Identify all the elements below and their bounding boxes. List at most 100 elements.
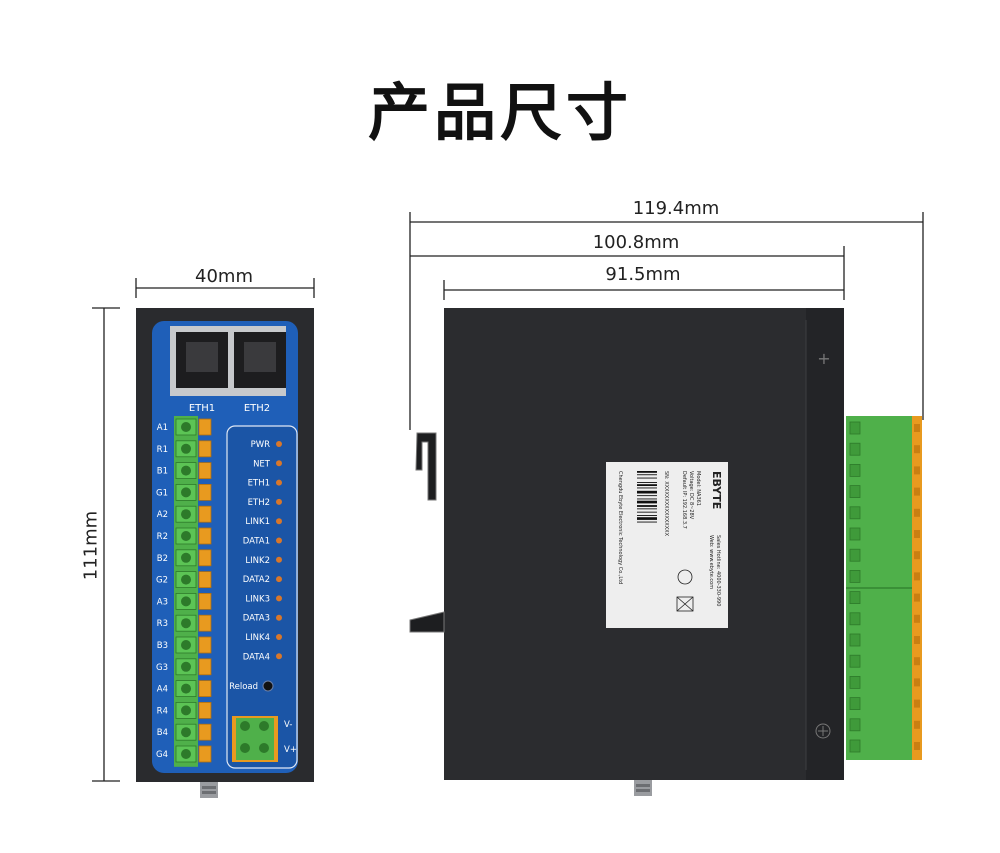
terminal-lever[interactable]	[198, 505, 212, 523]
led-label-data2: DATA2	[243, 575, 270, 585]
terminal-label-r3: R3	[157, 619, 168, 629]
svg-text:Web: www.ebyte.com: Web: www.ebyte.com	[708, 535, 714, 589]
svg-text:Chengdu Ebyte Electronic Techn: Chengdu Ebyte Electronic Technology Co.,…	[617, 471, 623, 584]
led-label-data4: DATA4	[243, 652, 270, 662]
side-lever	[914, 593, 920, 602]
terminal-lever[interactable]	[198, 440, 212, 458]
front-view: ETH1 ETH2 A1R1B1G1A2R2B2G2A3R3B3G3A4R4B4…	[136, 308, 314, 798]
dimension-lines	[92, 212, 924, 782]
barcode-bar	[637, 515, 657, 516]
barcode-bar	[637, 498, 657, 500]
terminal-screw	[181, 749, 191, 759]
terminal-label-r2: R2	[157, 532, 168, 542]
barcode-bar	[637, 505, 657, 507]
terminal-screw	[181, 509, 191, 520]
terminal-lever[interactable]	[198, 527, 212, 545]
power-v-plus-label: V+	[284, 745, 297, 755]
terminal-lever[interactable]	[198, 723, 212, 741]
side-lever	[914, 699, 920, 708]
side-housing-edge	[806, 308, 844, 780]
terminal-screw	[181, 552, 191, 563]
side-slot	[849, 548, 861, 562]
terminal-screw	[181, 596, 191, 607]
side-lever	[914, 466, 920, 475]
terminal-label-a1: A1	[157, 423, 168, 433]
terminal-label-b3: B3	[157, 641, 168, 651]
certification-mark-icon	[677, 569, 693, 585]
led-indicator	[276, 576, 282, 583]
dim-side-total: 119.4mm	[632, 198, 720, 219]
terminal-lever[interactable]	[198, 418, 212, 436]
side-slot	[849, 421, 861, 435]
side-slot	[849, 676, 861, 689]
terminal-lever[interactable]	[198, 614, 212, 632]
barcode-bar	[637, 508, 657, 510]
side-terminal-slots	[849, 421, 920, 753]
terminal-screw	[181, 640, 191, 650]
terminal-label-r1: R1	[157, 445, 168, 455]
side-slot	[849, 591, 861, 604]
side-lever-strip	[912, 416, 922, 760]
side-slot	[849, 485, 861, 499]
terminal-lever[interactable]	[198, 571, 212, 588]
svg-text:Model: NA361: Model: NA361	[695, 471, 701, 506]
terminal-screw	[181, 531, 191, 541]
led-indicator	[276, 614, 282, 621]
led-panel	[226, 425, 298, 769]
side-view: + EBYTE Sales Hotline: 4000-330-990 Web:…	[409, 308, 922, 796]
terminal-label-b4: B4	[157, 728, 168, 738]
led-label-link3: LINK3	[245, 594, 270, 604]
terminal-label-a4: A4	[157, 685, 168, 695]
terminal-lever[interactable]	[198, 549, 212, 567]
eth1-label: ETH1	[189, 403, 215, 414]
front-ground-screw	[200, 782, 218, 798]
side-lever	[914, 742, 920, 750]
terminal-screw	[181, 574, 191, 585]
terminal-lever[interactable]	[198, 702, 212, 719]
terminal-lever[interactable]	[198, 745, 212, 763]
terminal-lever[interactable]	[198, 658, 212, 676]
terminal-screw	[181, 465, 191, 476]
led-indicator	[276, 537, 282, 544]
terminal-lever[interactable]	[198, 462, 212, 480]
led-label-net: NET	[253, 459, 271, 469]
barcode-bar	[637, 482, 657, 483]
led-indicator	[276, 556, 282, 563]
side-slot	[849, 527, 861, 541]
led-label-link4: LINK4	[245, 633, 270, 643]
led-label-link1: LINK1	[245, 517, 270, 527]
side-lever	[914, 614, 920, 623]
terminal-screw	[181, 443, 191, 454]
side-slot	[849, 739, 861, 753]
barcode-bar	[637, 511, 657, 513]
product-label-card	[606, 462, 728, 628]
barcode-bar	[637, 471, 657, 473]
barcode-bar	[637, 477, 657, 479]
terminal-lever[interactable]	[198, 483, 212, 501]
dim-front-width: 40mm	[195, 266, 253, 287]
din-rail-clip-top	[415, 432, 437, 501]
terminal-screw	[181, 618, 191, 629]
side-lever	[914, 530, 920, 538]
terminal-label-a3: A3	[157, 597, 168, 607]
side-slot	[849, 506, 861, 520]
side-lever	[914, 657, 920, 666]
barcode-bar	[637, 495, 657, 497]
side-slot	[849, 463, 861, 477]
led-indicator	[276, 653, 282, 660]
led-indicator	[276, 460, 282, 467]
barcode-bar	[637, 521, 657, 523]
power-v-minus-label: V-	[284, 720, 292, 730]
terminal-lever[interactable]	[198, 593, 212, 610]
weee-bin-icon	[676, 596, 694, 612]
label-brand: EBYTE	[710, 471, 723, 509]
terminal-screw	[181, 422, 191, 432]
led-label-link2: LINK2	[245, 556, 270, 566]
terminal-lever[interactable]	[198, 636, 212, 654]
eth2-label: ETH2	[244, 403, 270, 414]
svg-text:Default IP: 192.168.3.7: Default IP: 192.168.3.7	[681, 471, 687, 529]
terminal-lever[interactable]	[198, 680, 212, 697]
reload-button[interactable]	[262, 680, 274, 692]
side-lever	[914, 572, 920, 581]
